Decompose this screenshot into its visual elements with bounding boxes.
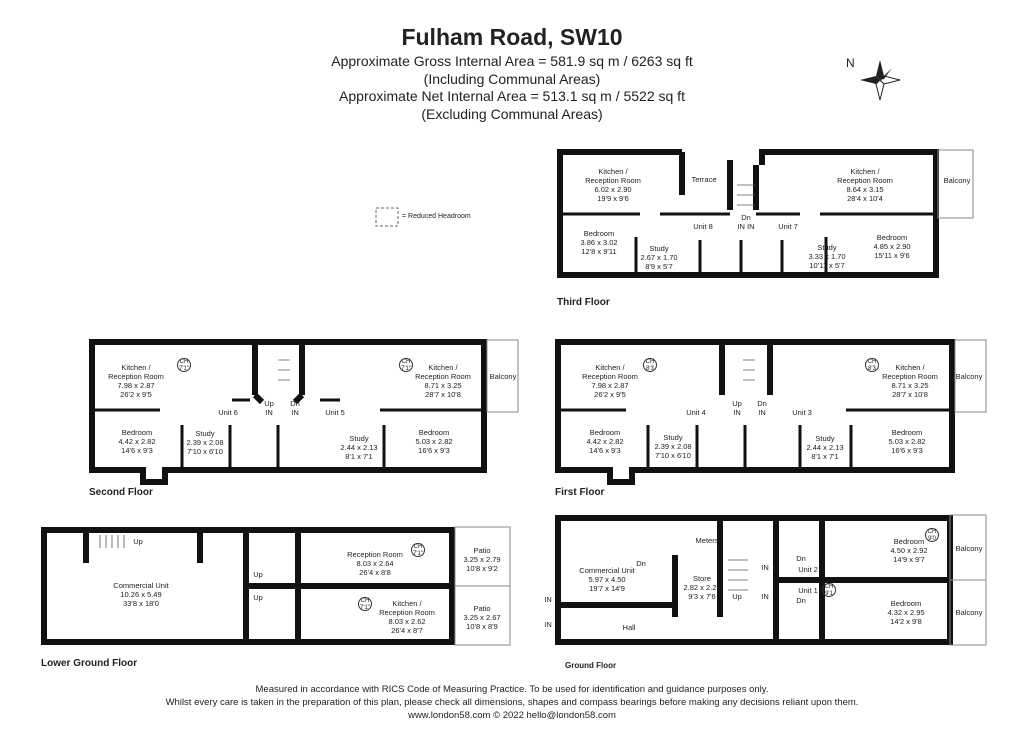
room-balcony: Balcony	[943, 176, 971, 185]
floor-label-second: Second Floor	[89, 487, 153, 498]
net-area: Approximate Net Internal Area = 513.1 sq…	[339, 88, 685, 104]
footer-line: Whilst every care is taken in the prepar…	[165, 697, 859, 708]
balconies-patios	[454, 149, 987, 646]
compass-rose-icon	[860, 60, 901, 101]
floor-label-ground: Ground Floor	[565, 661, 617, 670]
legend-text: = Reduced Headroom	[402, 213, 471, 220]
walls	[41, 149, 955, 645]
compass-north-label: N	[846, 56, 855, 70]
stairs-up-label: Up	[253, 593, 263, 602]
unit-4-label: Unit 4	[686, 408, 706, 417]
stairs-up-label: Up	[732, 592, 742, 601]
room-balcony: Balcony	[955, 372, 983, 381]
room-balcony: Balcony	[955, 544, 983, 553]
footer-contact: www.london58.com © 2022 hello@london58.c…	[408, 710, 616, 721]
net-area-note: (Excluding Communal Areas)	[421, 105, 603, 122]
stairs-down-label: Dn	[796, 596, 806, 605]
floor-label-third: Third Floor	[557, 297, 610, 308]
entrance-label: IN	[761, 563, 769, 572]
unit-6-label: Unit 6	[218, 408, 238, 417]
page-title: Fulham Road, SW10	[401, 24, 623, 50]
unit-5-label: Unit 5	[325, 408, 345, 417]
floor-label-first: First Floor	[555, 487, 605, 498]
gross-area: Approximate Gross Internal Area = 581.9 …	[331, 53, 693, 69]
room-terrace: Terrace	[691, 175, 717, 184]
area-summary: Approximate Gross Internal Area = 581.9 …	[331, 53, 692, 123]
unit-8-label: Unit 8	[693, 222, 713, 231]
entrance-label: IN	[761, 592, 769, 601]
room-meters: Meters	[695, 536, 719, 545]
unit-1-label: Unit 1	[798, 586, 818, 595]
stairs-up-label: Up	[133, 537, 143, 546]
gross-area-note: (Including Communal Areas)	[423, 70, 601, 87]
room-hall: Hall	[622, 623, 636, 632]
entrance-label: IN	[544, 595, 552, 604]
floor-label-lower-ground: Lower Ground Floor	[41, 658, 138, 669]
stairs-down-label: Dn	[796, 554, 806, 563]
unit-3-label: Unit 3	[792, 408, 812, 417]
unit-2-label: Unit 2	[798, 565, 818, 574]
stairs-up-label: Up	[253, 570, 263, 579]
stairs	[99, 184, 755, 591]
footer-line: Measured in accordance with RICS Code of…	[255, 684, 769, 695]
unit-7-label: Unit 7	[778, 222, 798, 231]
disclaimer-footer: Measured in accordance with RICS Code of…	[166, 683, 859, 722]
entrance-label: IN	[544, 620, 552, 629]
room-balcony: Balcony	[489, 372, 517, 381]
reduced-headroom-swatch	[375, 207, 399, 227]
room-balcony: Balcony	[955, 608, 983, 617]
stairs-down-label: Dn	[636, 559, 646, 568]
